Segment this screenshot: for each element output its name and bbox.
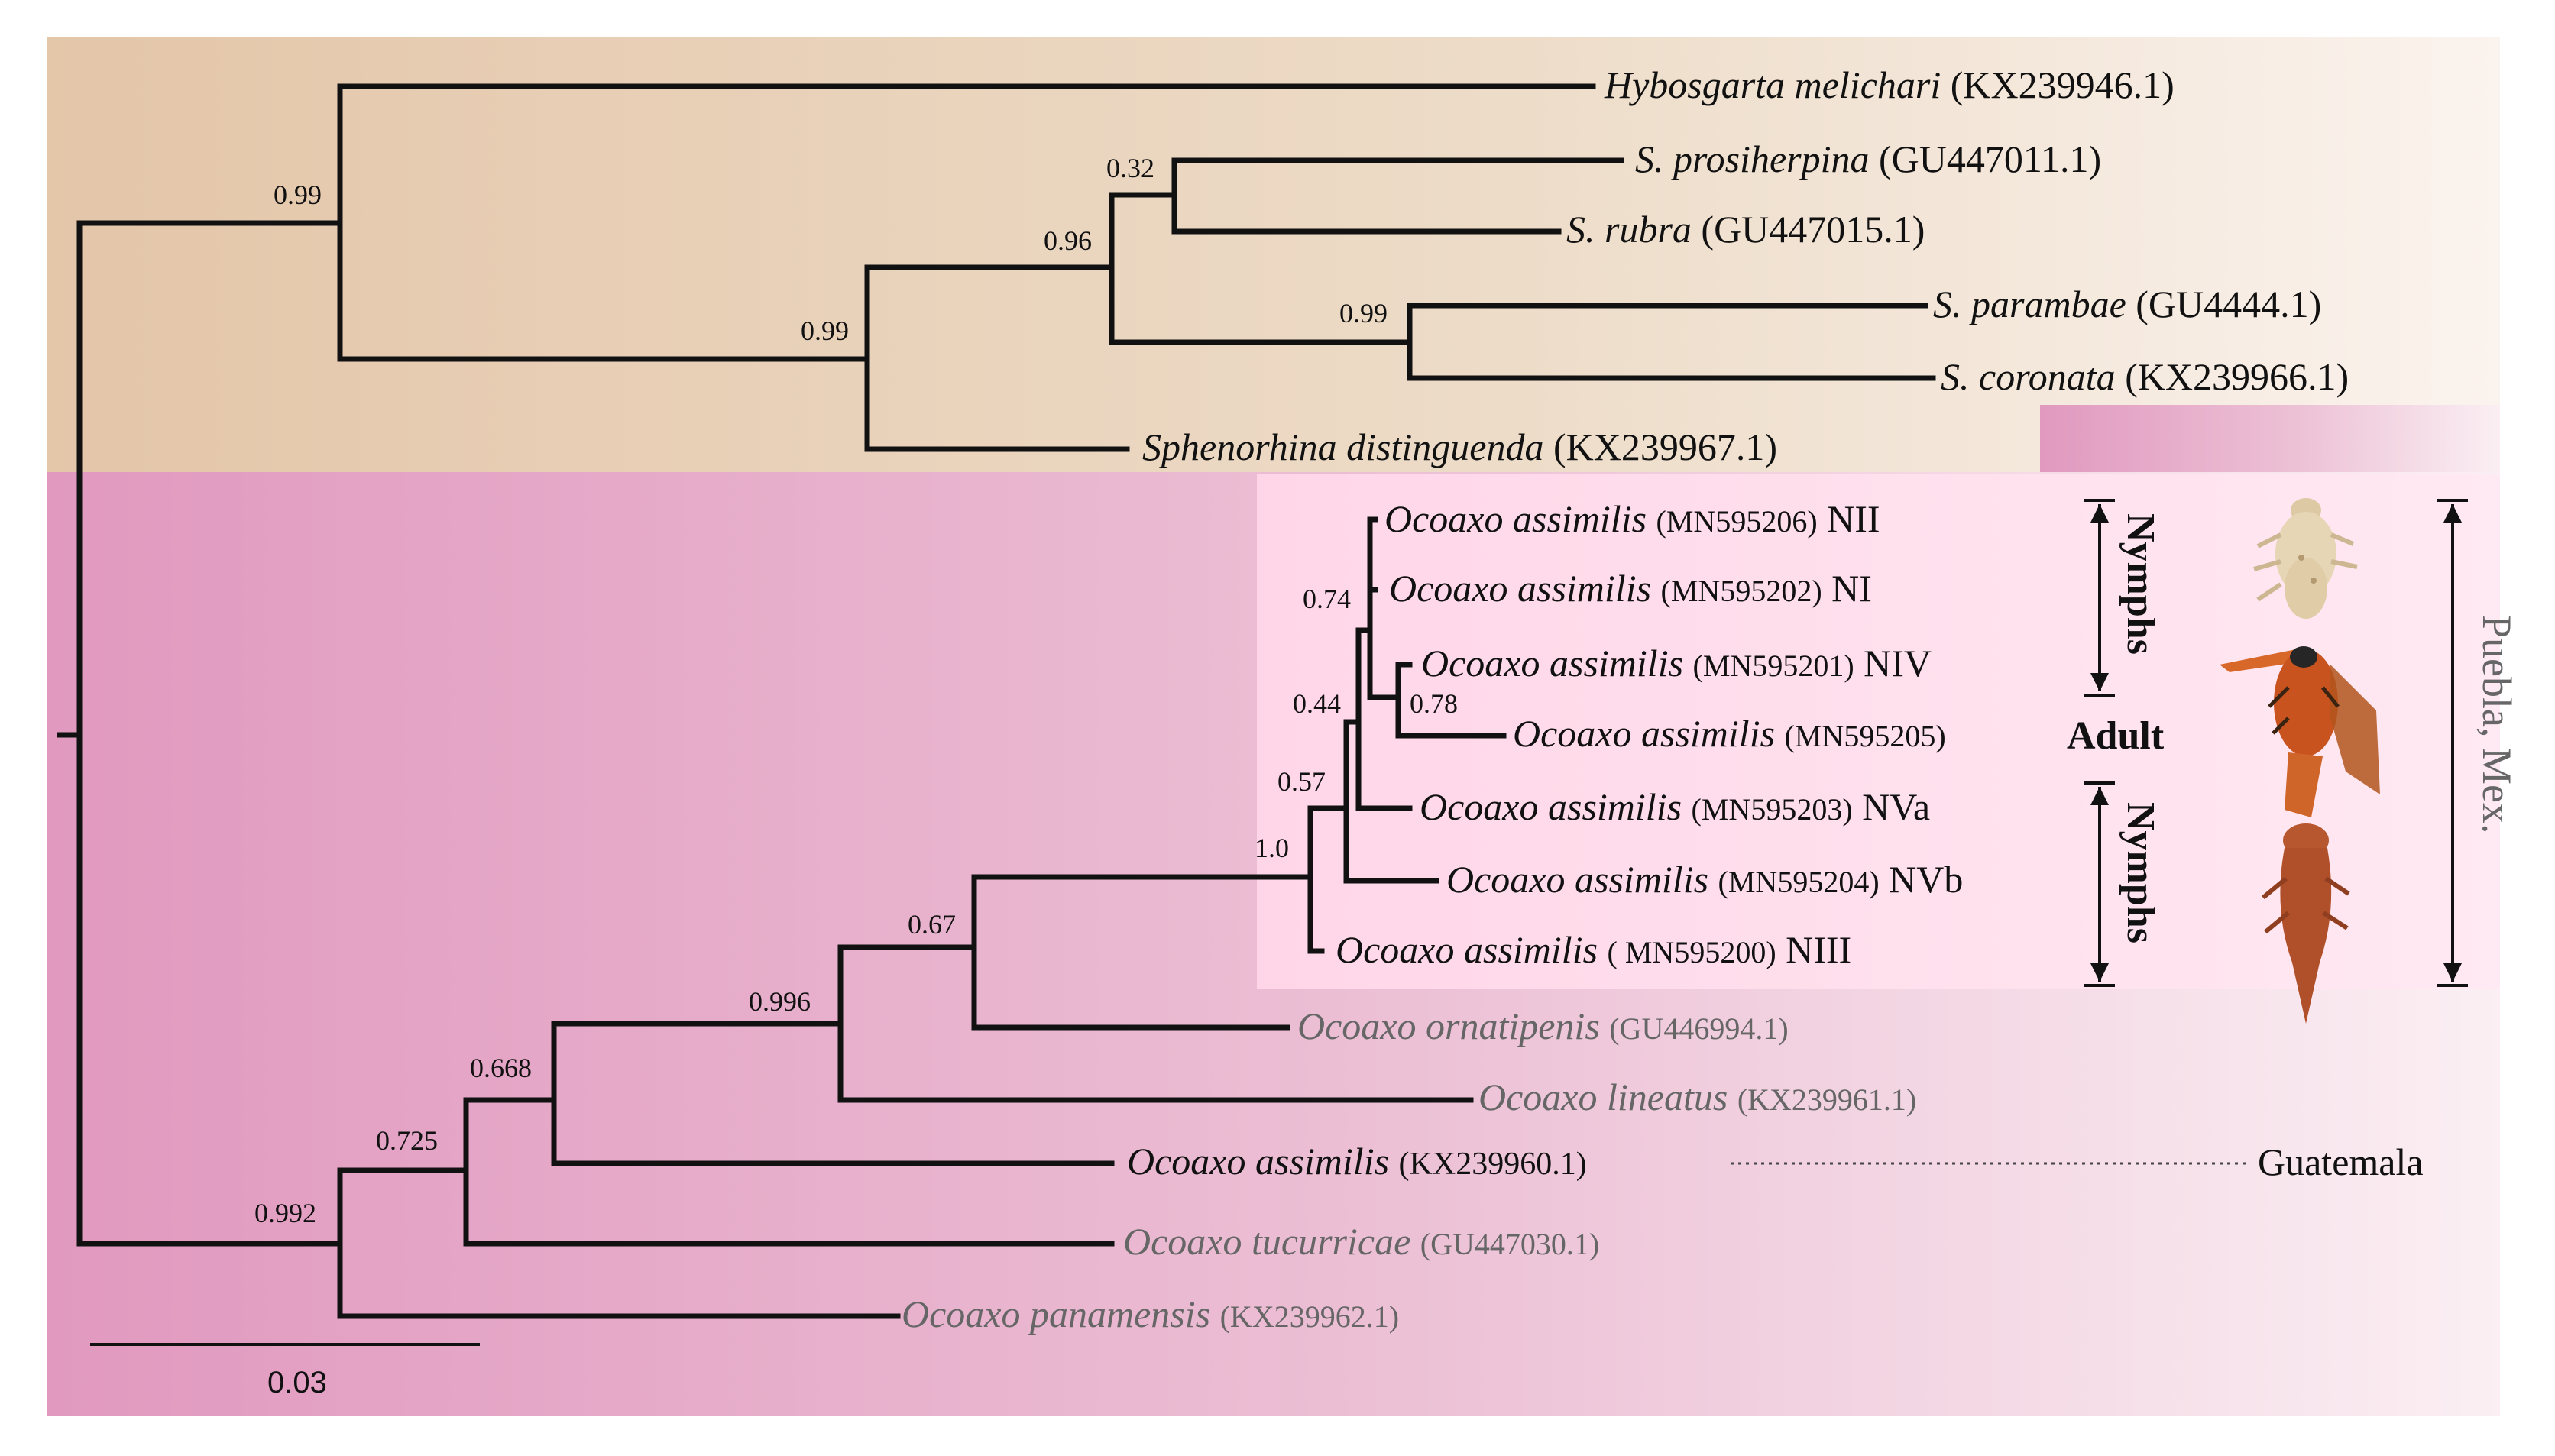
puebla-range-arrow (2437, 499, 2468, 987)
support-0.99-parambae: 0.99 (1339, 298, 1388, 328)
taxon-label-lineatus: Ocoaxo lineatus (KX239961.1) (1478, 1076, 1916, 1118)
taxon-label-mn205: Ocoaxo assimilis (MN595205) (1513, 712, 1946, 755)
taxon-label-distinguenda: Sphenorhina distinguenda (KX239967.1) (1142, 425, 1777, 468)
taxon-label-hybosgarta: Hybosgarta melichari (KX239946.1) (1604, 63, 2175, 106)
taxon-label-mn204: Ocoaxo assimilis (MN595204) NVb (1446, 858, 1963, 901)
top-clade-background (47, 37, 2500, 472)
top-clade-right-background (2040, 405, 2500, 472)
guatemala-label: Guatemala (2258, 1141, 2424, 1183)
support-0.44: 0.44 (1293, 688, 1341, 719)
adult-insect-picture (2220, 646, 2380, 817)
support-0.99-sphenorhina: 0.99 (801, 315, 849, 346)
support-0.99-root-top: 0.99 (274, 180, 322, 210)
support-0.32: 0.32 (1106, 153, 1154, 183)
nymphs-bottom-arrow (2084, 781, 2115, 987)
taxon-label-rubra: S. rubra (GU447015.1) (1566, 208, 1925, 251)
support-0.78: 0.78 (1410, 688, 1458, 719)
taxon-label-tucurricae: Ocoaxo tucurricae (GU447030.1) (1123, 1220, 1599, 1263)
taxon-label-mn200: Ocoaxo assimilis ( MN595200) NIII (1336, 928, 1851, 971)
taxon-label-mn206: Ocoaxo assimilis (MN595206) NII (1384, 497, 1880, 540)
nymphs-top-arrow (2084, 499, 2115, 697)
nymph-brown-picture (2262, 823, 2350, 1024)
scale-bar-label: 0.03 (267, 1366, 327, 1399)
support-0.57: 0.57 (1278, 766, 1326, 797)
taxon-labels: Hybosgarta melichari (KX239946.1) S. pro… (902, 63, 2349, 1335)
nymphs-top-label: Nymphs (2119, 513, 2162, 655)
tree-branches (57, 83, 1936, 1319)
taxon-label-panamensis: Ocoaxo panamensis (KX239962.1) (902, 1293, 1399, 1335)
support-1.0: 1.0 (1255, 833, 1289, 863)
taxon-label-coronata: S. coronata (KX239966.1) (1941, 355, 2349, 398)
puebla-label: Puebla, Mex. (2474, 615, 2520, 833)
taxon-label-mn202: Ocoaxo assimilis (MN595202) NI (1389, 567, 1872, 610)
support-0.67: 0.67 (908, 909, 956, 940)
support-0.74: 0.74 (1303, 584, 1351, 614)
support-0.992: 0.992 (254, 1198, 316, 1228)
taxon-label-kx960: Ocoaxo assimilis (KX239960.1) (1127, 1140, 1587, 1183)
taxon-label-parambae: S. parambae (GU4444.1) (1933, 283, 2321, 325)
taxon-label-prosiherpina: S. prosiherpina (GU447011.1) (1635, 138, 2101, 180)
support-0.96: 0.96 (1044, 225, 1092, 256)
support-values: 0.99 0.32 0.96 0.99 0.99 0.74 0.44 0.78 … (254, 153, 1458, 1228)
taxon-label-ornatipenis: Ocoaxo ornatipenis (GU446994.1) (1297, 1005, 1789, 1047)
adult-label: Adult (2067, 714, 2165, 758)
support-0.725: 0.725 (376, 1125, 438, 1156)
nymphs-bottom-label: Nymphs (2119, 802, 2162, 943)
nymph-pale-picture (2253, 498, 2358, 619)
support-0.996: 0.996 (749, 986, 811, 1017)
taxon-label-mn201: Ocoaxo assimilis (MN595201) NIV (1421, 642, 1932, 684)
life-stage-annotations: Nymphs Adult Nymphs Puebla, Mex. Guatema… (1731, 499, 2520, 1183)
taxon-label-mn203: Ocoaxo assimilis (MN595203) NVa (1420, 785, 1930, 828)
support-0.668: 0.668 (470, 1053, 532, 1083)
